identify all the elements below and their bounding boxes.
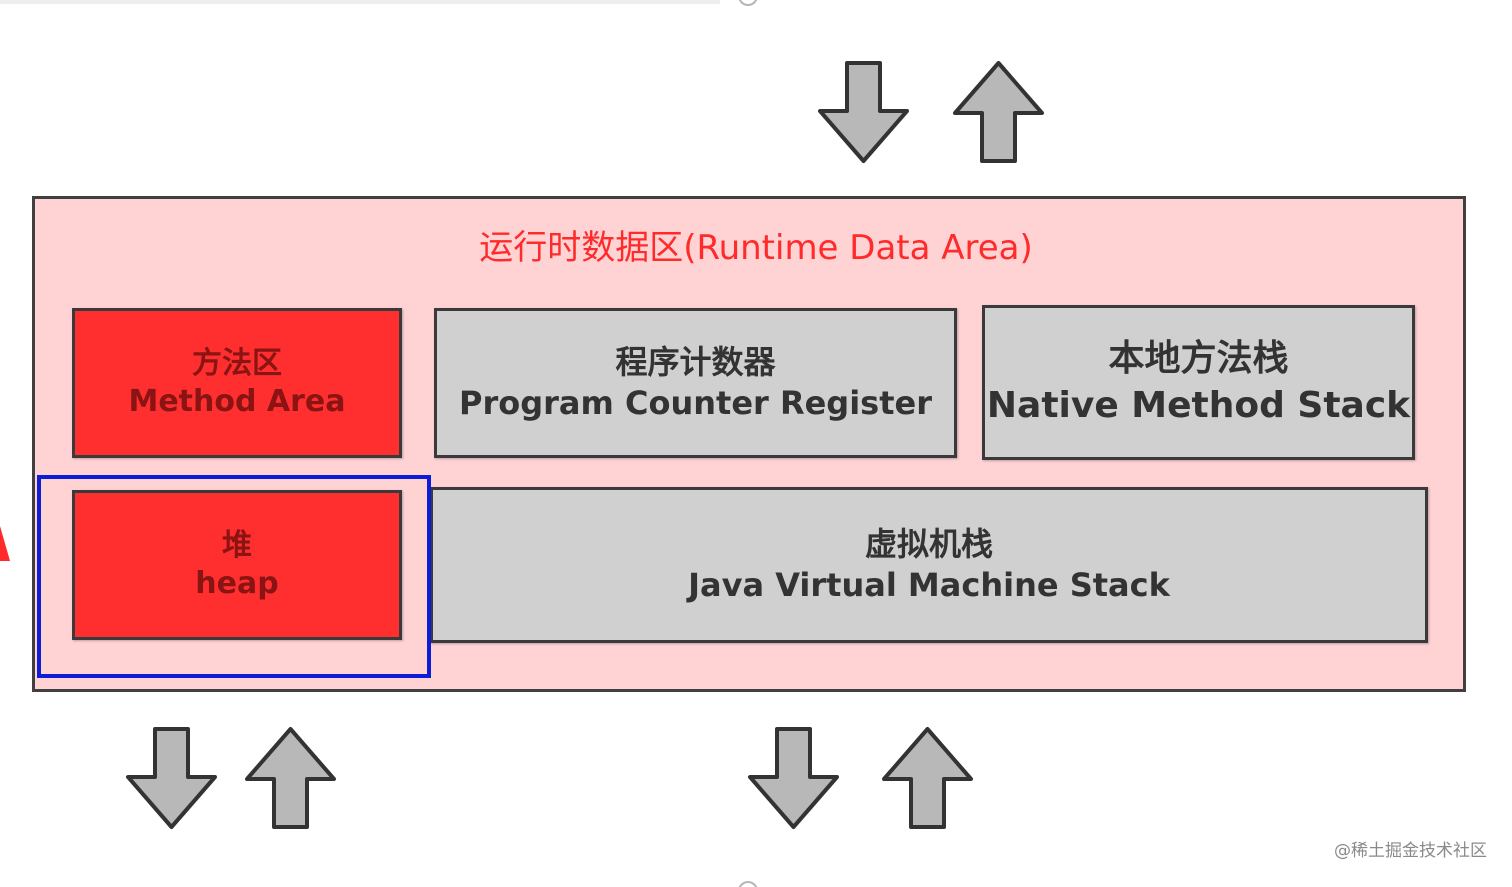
- watermark-text: @稀土掘金技术社区: [1334, 841, 1487, 861]
- program-counter-register-box: 程序计数器 Program Counter Register: [434, 308, 957, 458]
- bottom-left-up-arrow-icon: [245, 727, 336, 829]
- left-edge-red-mark-icon: [0, 526, 10, 561]
- method-area-en-label: Method Area: [128, 384, 346, 419]
- native-method-stack-en-label: Native Method Stack: [986, 384, 1411, 426]
- heap-highlight-outline: [37, 475, 431, 678]
- jvm-stack-cn-label: 虚拟机栈: [864, 525, 993, 564]
- top-right-down-arrow-icon: [818, 61, 909, 163]
- bottom-center-down-arrow-icon: [748, 727, 839, 829]
- heap-en-label: heap: [195, 566, 279, 601]
- program-counter-cn-label: 程序计数器: [615, 343, 776, 382]
- bottom-left-down-arrow-icon: [126, 727, 217, 829]
- java-virtual-machine-stack-box: 虚拟机栈 Java Virtual Machine Stack: [430, 487, 1428, 643]
- heap-cn-label: 堆: [222, 527, 252, 563]
- program-counter-en-label: Program Counter Register: [459, 384, 932, 422]
- native-method-stack-box: 本地方法栈 Native Method Stack: [982, 305, 1415, 460]
- bottom-center-up-arrow-icon: [882, 727, 973, 829]
- method-area-cn-label: 方法区: [192, 345, 282, 381]
- top-right-up-arrow-icon: [953, 61, 1044, 163]
- method-area-box: 方法区 Method Area: [72, 308, 402, 458]
- heap-box: 堆 heap: [72, 490, 402, 640]
- bottom-scroll-indicator: [738, 881, 758, 887]
- runtime-data-area-title: 运行时数据区(Runtime Data Area): [479, 228, 1033, 268]
- top-scroll-indicator: [738, 0, 758, 6]
- top-edge-line: [0, 0, 720, 4]
- jvm-stack-en-label: Java Virtual Machine Stack: [688, 566, 1170, 604]
- native-method-stack-cn-label: 本地方法栈: [1108, 338, 1289, 380]
